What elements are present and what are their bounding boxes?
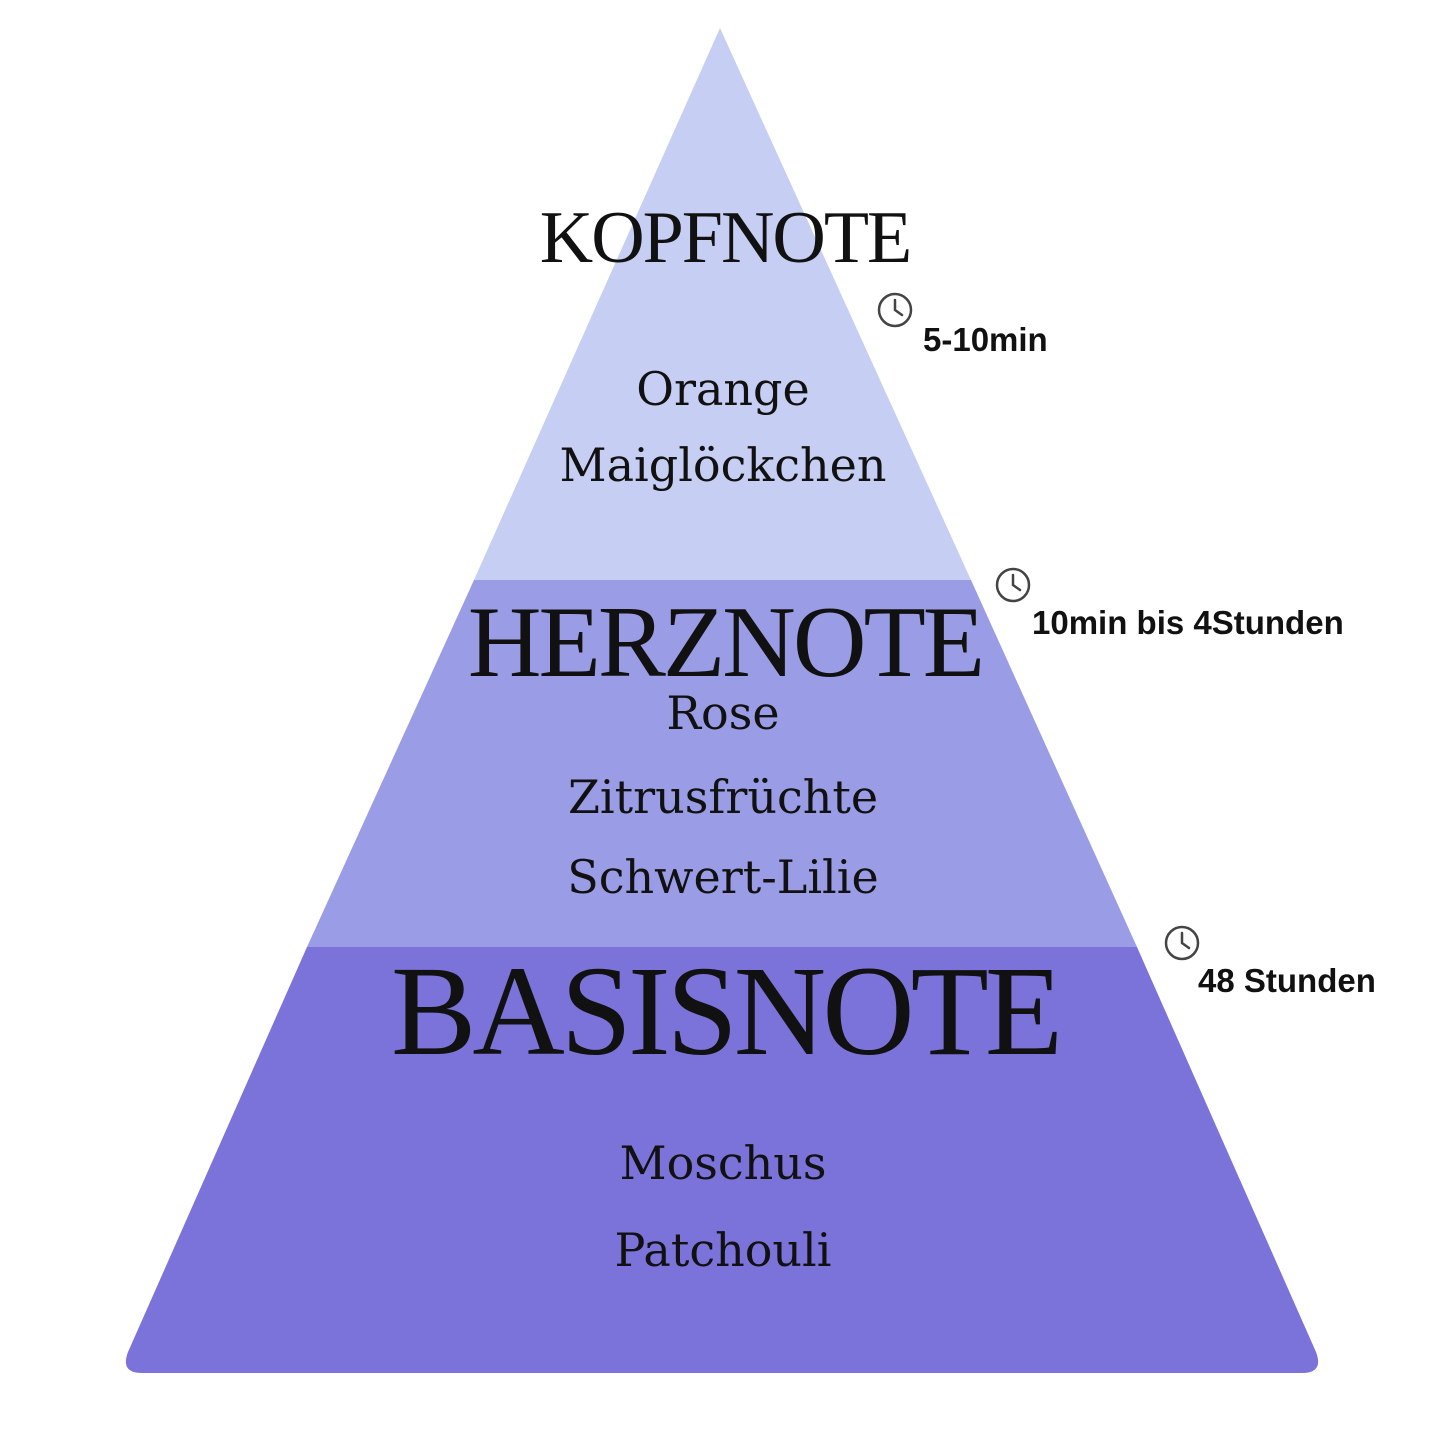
tier-top-shape: [474, 28, 971, 580]
tier-title-basisnote: BASISNOTE: [390, 940, 1063, 1082]
duration-herznote: 10min bis 4Stunden: [1032, 604, 1344, 641]
clock-icon: [1164, 925, 1200, 961]
tier-title-herznote: HERZNOTE: [467, 586, 985, 699]
note-moschus: Moschus: [619, 1136, 827, 1190]
tier-middle-shape: [307, 580, 1137, 947]
note-rose: Rose: [666, 686, 780, 740]
clock-icon: [995, 567, 1031, 603]
note-orange: Orange: [636, 362, 810, 416]
note-schwert-lilie: Schwert-Lilie: [567, 850, 879, 904]
duration-kopfnote: 5-10min: [923, 321, 1048, 358]
duration-basisnote: 48 Stunden: [1198, 962, 1376, 999]
note-zitrusfruechte: Zitrusfrüchte: [567, 770, 879, 824]
note-maigloeckchen: Maiglöckchen: [559, 438, 887, 492]
tier-base-shape: [125, 947, 1319, 1373]
tier-title-kopfnote: KOPFNOTE: [539, 197, 912, 279]
clock-icon: [877, 292, 913, 328]
note-patchouli: Patchouli: [614, 1223, 832, 1277]
